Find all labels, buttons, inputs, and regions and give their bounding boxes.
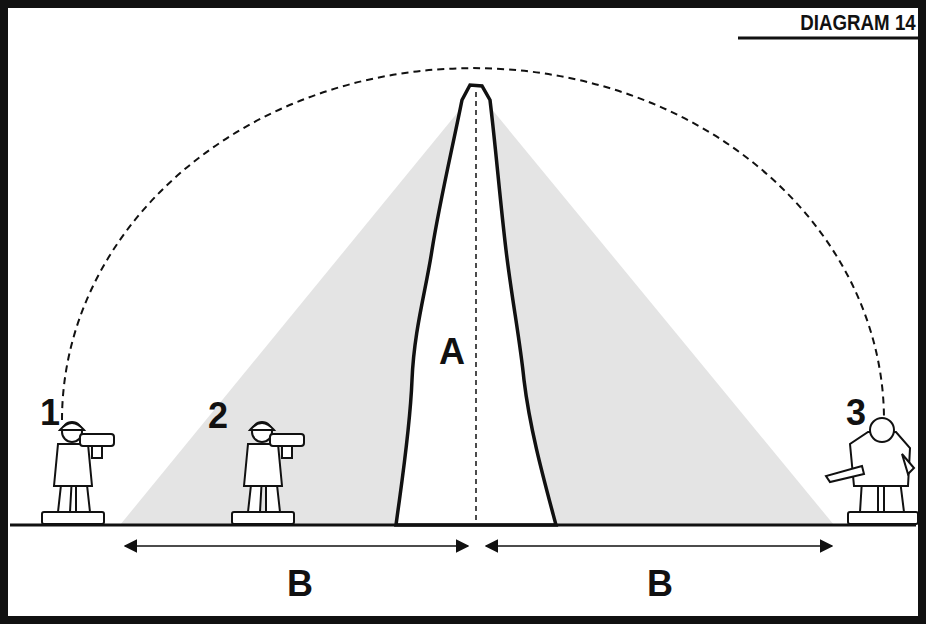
height-line <box>475 92 477 525</box>
callout-number: 3 <box>846 395 866 431</box>
ork-figure <box>826 418 918 524</box>
distance-label: B <box>647 566 673 602</box>
callout-number: 2 <box>208 398 228 434</box>
frame <box>4 4 922 620</box>
distance-arrow <box>125 545 468 547</box>
distance-label: B <box>287 566 313 602</box>
soldier-figure <box>232 422 304 524</box>
soldier-figure <box>42 422 114 524</box>
title-underline <box>738 37 918 40</box>
rock-spire <box>396 85 556 525</box>
distance-arrow <box>486 545 832 547</box>
diagram-title: DIAGRAM 14 <box>801 12 916 34</box>
callout-number: 1 <box>40 395 60 431</box>
terrain-label: A <box>439 334 465 370</box>
ground-line <box>10 524 916 527</box>
